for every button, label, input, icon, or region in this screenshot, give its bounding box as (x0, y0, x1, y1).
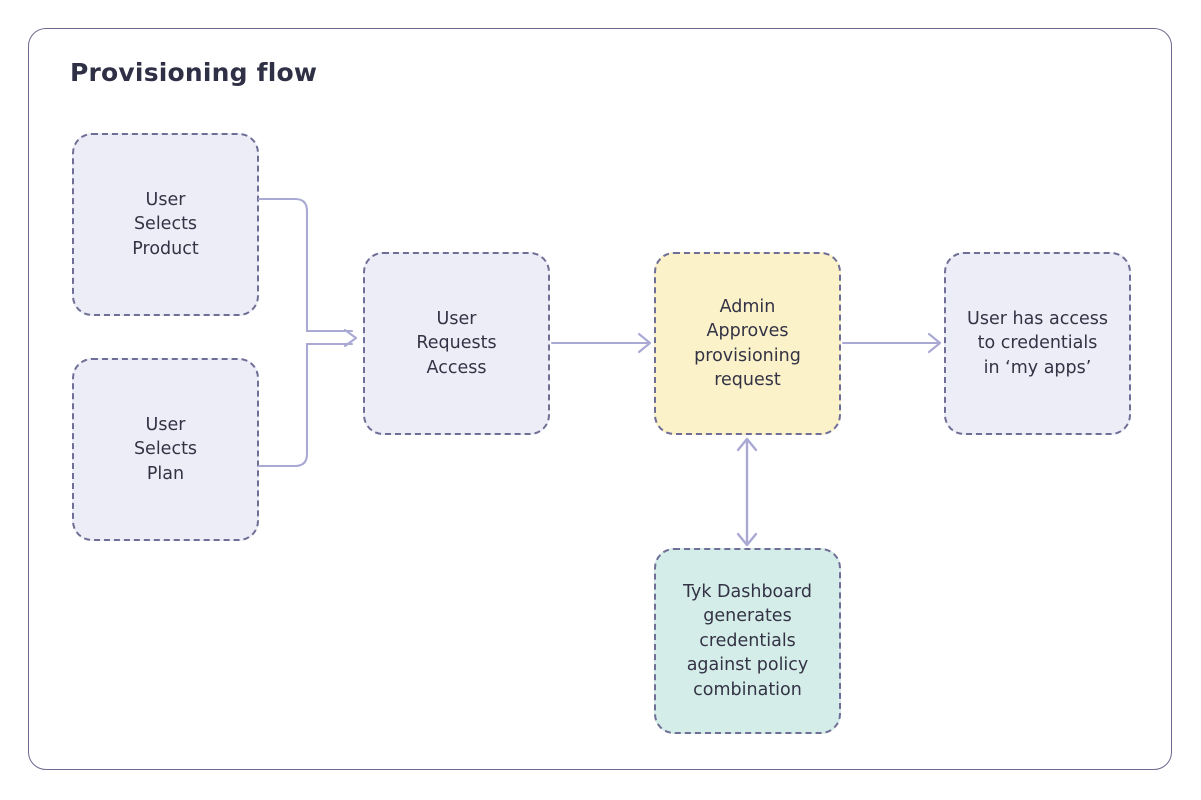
diagram-title: Provisioning flow (70, 58, 318, 87)
node-user-selects-product[interactable]: User Selects Product (72, 133, 259, 316)
node-label: Admin Approves provisioning request (694, 296, 801, 391)
node-tyk-dashboard-generates-credentials[interactable]: Tyk Dashboard generates credentials agai… (654, 548, 841, 734)
node-label: User Selects Plan (133, 414, 198, 484)
node-admin-approves-provisioning-request[interactable]: Admin Approves provisioning request (654, 252, 841, 435)
node-user-requests-access[interactable]: User Requests Access (363, 252, 550, 435)
node-user-has-access-to-credentials[interactable]: User has access to credentials in ‘my ap… (944, 252, 1131, 435)
node-label: User Requests Access (416, 308, 497, 378)
node-label: User Selects Product (132, 189, 199, 259)
node-label: User has access to credentials in ‘my ap… (967, 308, 1108, 378)
node-user-selects-plan[interactable]: User Selects Plan (72, 358, 259, 541)
node-label: Tyk Dashboard generates credentials agai… (683, 581, 812, 700)
